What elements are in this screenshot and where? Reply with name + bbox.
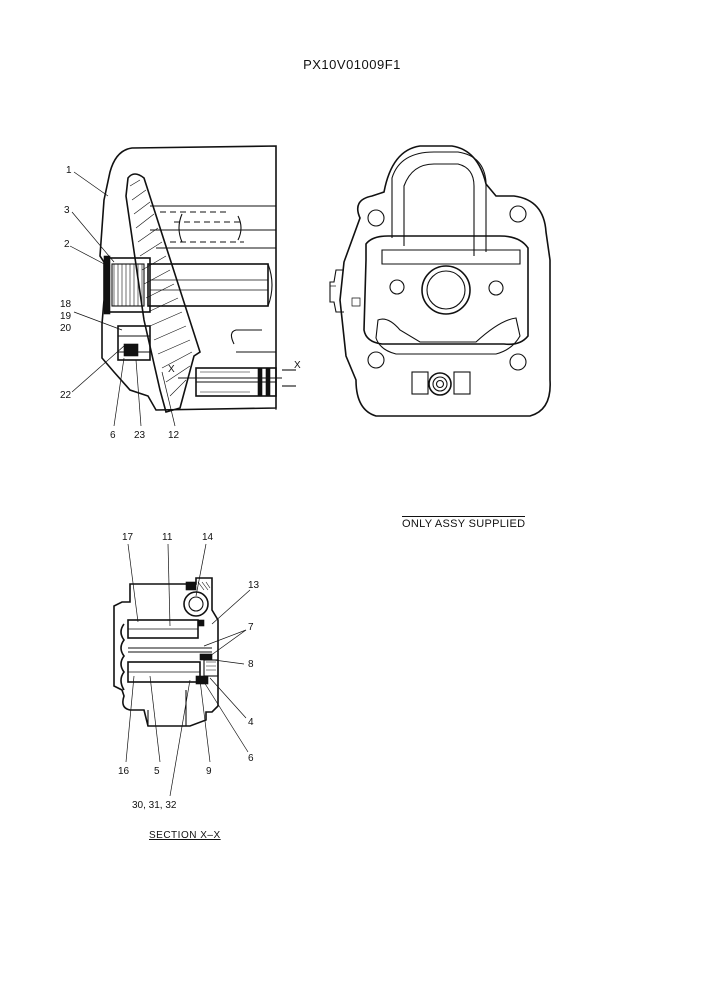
- callout-11: 11: [162, 532, 173, 543]
- callout-2: 2: [64, 239, 70, 250]
- callout-20: 20: [60, 323, 72, 334]
- leaders-section: [125, 543, 251, 797]
- callout-19: 19: [60, 311, 72, 322]
- section-mark-right: X: [294, 360, 301, 371]
- callout-23: 23: [134, 430, 146, 441]
- callout-14: 14: [202, 532, 214, 543]
- callout-9: 9: [206, 766, 212, 777]
- callout-3: 3: [64, 205, 70, 216]
- section-title: SECTION X–X: [149, 830, 221, 841]
- callout-17: 17: [122, 532, 134, 543]
- leaders-top: [69, 171, 296, 427]
- callout-8: 8: [248, 659, 254, 670]
- callouts-section: 17 11 14 13 7 8 4 6 9 5 16 30, 31, 32: [118, 532, 260, 811]
- callout-6: 6: [110, 430, 116, 441]
- callout-6-section: 6: [248, 753, 254, 764]
- callout-12: 12: [168, 430, 180, 441]
- callout-18: 18: [60, 299, 72, 310]
- callout-7: 7: [248, 622, 254, 633]
- front-view: [329, 145, 551, 417]
- section-xx-view: [113, 577, 219, 727]
- section-mark-left: X: [168, 364, 175, 375]
- callout-5: 5: [154, 766, 160, 777]
- callout-16: 16: [118, 766, 130, 777]
- callout-13: 13: [248, 580, 260, 591]
- callout-4: 4: [248, 717, 254, 728]
- callouts-top: 1 3 2 18 19 20 22 6 23 12 X X: [60, 165, 301, 441]
- callout-22: 22: [60, 390, 72, 401]
- supply-note: ONLY ASSY SUPPLIED: [402, 516, 526, 530]
- drawing-number: PX10V01009F1: [303, 57, 401, 72]
- callout-30-31-32: 30, 31, 32: [132, 800, 177, 811]
- callout-1: 1: [66, 165, 72, 176]
- side-section-view: [99, 145, 277, 413]
